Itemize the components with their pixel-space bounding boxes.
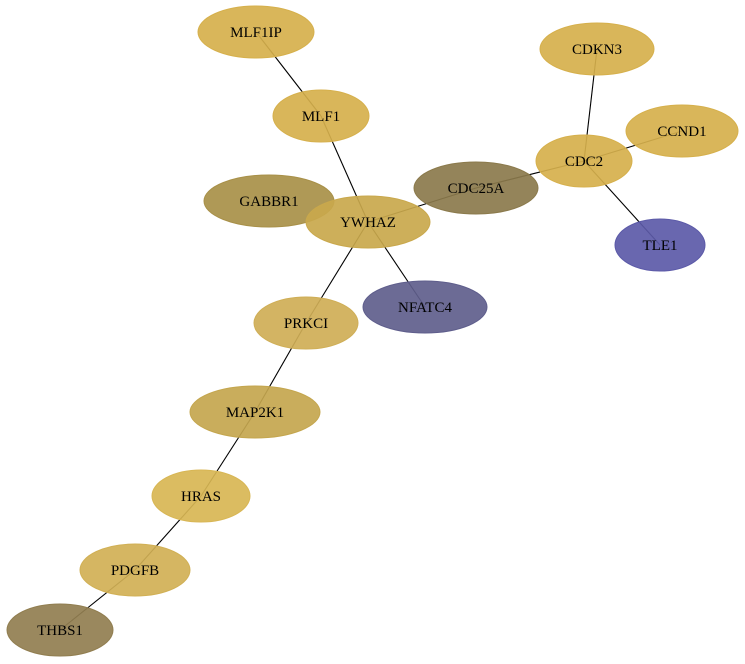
node-label-mlf1ip: MLF1IP (230, 25, 282, 41)
node-shape-cdc2[interactable] (535, 134, 633, 188)
node-pdgfb[interactable]: PDGFB (79, 543, 191, 597)
node-shape-mlf1[interactable] (272, 89, 370, 143)
node-label-ccnd1: CCND1 (657, 124, 706, 140)
edge-layer (59, 31, 683, 631)
node-shape-tle1[interactable] (614, 218, 706, 272)
node-shape-cdc25a[interactable] (413, 161, 539, 215)
node-label-cdc2: CDC2 (565, 154, 603, 170)
node-shape-ywhaz[interactable] (305, 195, 431, 249)
node-cdc2[interactable]: CDC2 (535, 134, 633, 188)
node-label-ywhaz: YWHAZ (340, 215, 396, 231)
node-label-map2k1: MAP2K1 (226, 405, 284, 421)
node-tle1[interactable]: TLE1 (614, 218, 706, 272)
node-label-prkci: PRKCI (284, 316, 328, 332)
node-label-thbs1: THBS1 (37, 623, 83, 639)
node-shape-mlf1ip[interactable] (197, 5, 315, 59)
node-shape-pdgfb[interactable] (79, 543, 191, 597)
node-shape-ccnd1[interactable] (625, 104, 739, 158)
node-map2k1[interactable]: MAP2K1 (189, 385, 321, 439)
node-label-pdgfb: PDGFB (111, 563, 159, 579)
node-shape-prkci[interactable] (253, 296, 359, 350)
node-shape-thbs1[interactable] (6, 603, 114, 657)
node-ywhaz[interactable]: YWHAZ (305, 195, 431, 249)
node-label-gabbr1: GABBR1 (239, 194, 298, 210)
node-gabbr1[interactable]: GABBR1 (203, 174, 335, 228)
node-label-tle1: TLE1 (643, 238, 678, 254)
node-prkci[interactable]: PRKCI (253, 296, 359, 350)
node-label-mlf1: MLF1 (302, 109, 340, 125)
node-label-hras: HRAS (181, 489, 221, 505)
node-nfatc4[interactable]: NFATC4 (362, 280, 488, 334)
node-label-cdkn3: CDKN3 (572, 42, 622, 58)
node-cdkn3[interactable]: CDKN3 (539, 22, 655, 76)
node-cdc25a[interactable]: CDC25A (413, 161, 539, 215)
node-shape-nfatc4[interactable] (362, 280, 488, 334)
node-shape-cdkn3[interactable] (539, 22, 655, 76)
node-ccnd1[interactable]: CCND1 (625, 104, 739, 158)
node-label-nfatc4: NFATC4 (398, 300, 452, 316)
node-mlf1[interactable]: MLF1 (272, 89, 370, 143)
node-label-cdc25a: CDC25A (448, 181, 505, 197)
node-mlf1ip[interactable]: MLF1IP (197, 5, 315, 59)
node-shape-hras[interactable] (151, 469, 251, 523)
node-hras[interactable]: HRAS (151, 469, 251, 523)
node-thbs1[interactable]: THBS1 (6, 603, 114, 657)
node-shape-map2k1[interactable] (189, 385, 321, 439)
